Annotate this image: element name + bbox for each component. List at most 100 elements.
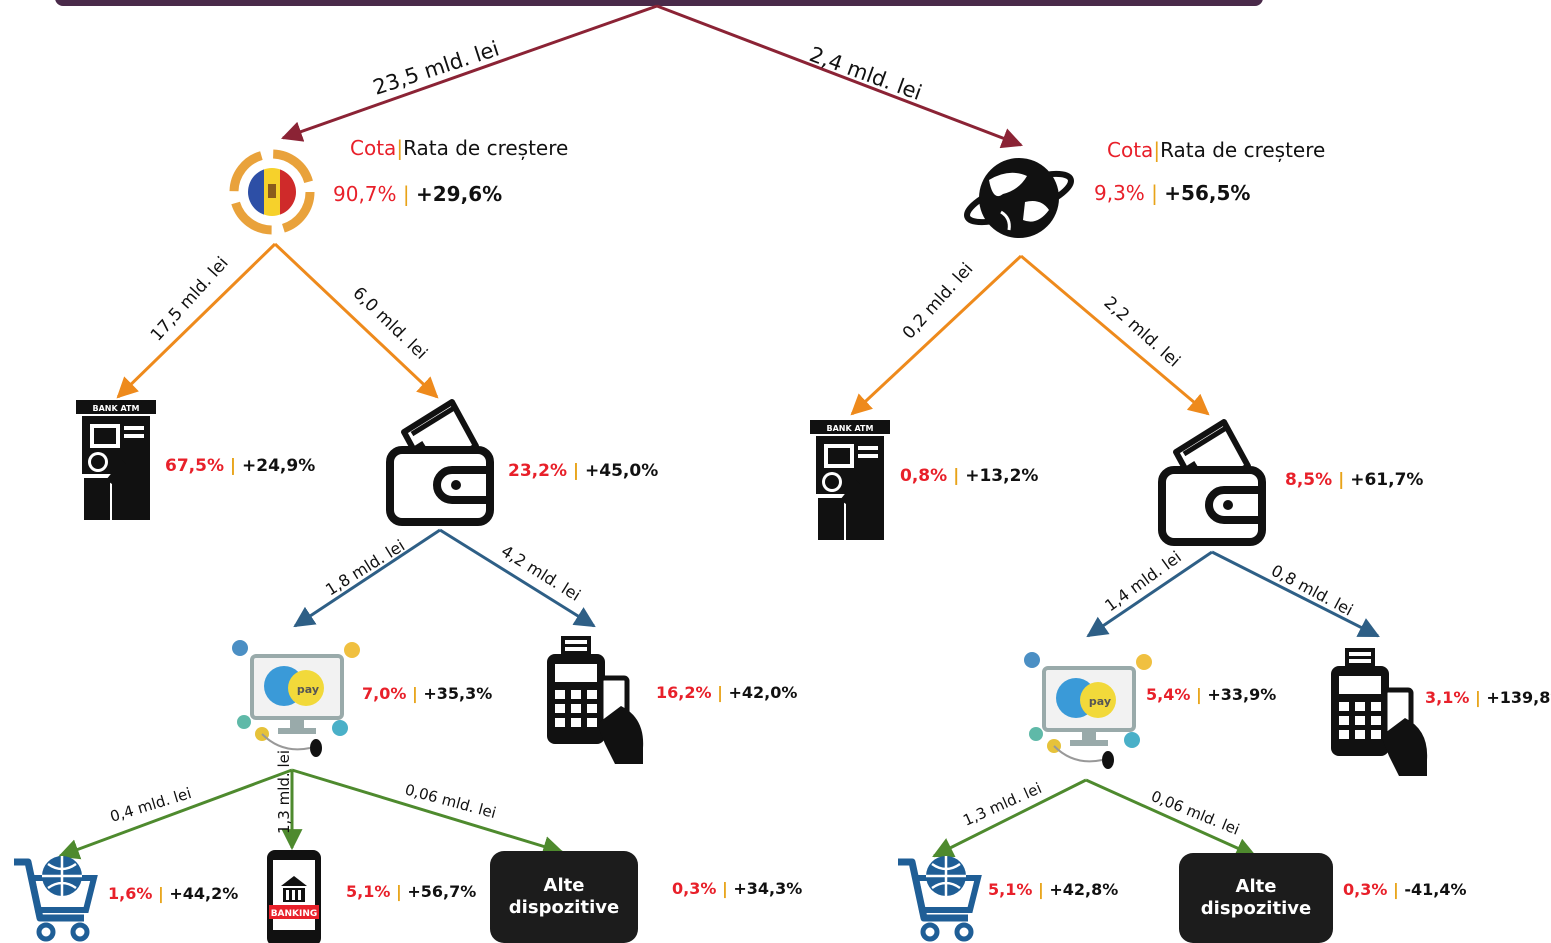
atm-icon-foreign: BANK ATM (810, 420, 890, 540)
arrow-for-card (1020, 254, 1210, 416)
wallet-card-icon-domestic (390, 402, 490, 522)
wallet-card-icon-foreign (1162, 422, 1262, 542)
value-dom-atm: 67,5% | +24,9% (165, 456, 315, 476)
arrow-for-atm (850, 254, 1023, 416)
for-card-share: 8,5% (1285, 470, 1332, 490)
mobile-banking-icon: BANKING (267, 850, 321, 943)
pos-terminal-icon-domestic (547, 636, 643, 764)
dom-atm-growth: +24,9% (242, 456, 315, 476)
for-ecom-growth: +42,8% (1049, 880, 1118, 899)
legend-separator-right: | (1153, 138, 1160, 162)
for-pos-share: 3,1% (1425, 688, 1469, 707)
value-for-other: 0,3% | -41,4% (1343, 880, 1467, 900)
other-devices-line2-domestic: dispozitive (508, 897, 620, 918)
dom-pos-share: 16,2% (656, 683, 712, 702)
dom-ecom-growth: +44,2% (169, 884, 238, 903)
value-for-ecom: 5,1% | +42,8% (988, 880, 1118, 900)
other-devices-line2-foreign: dispozitive (1200, 898, 1312, 919)
legend-left: Cota|Rata de creștere (350, 136, 568, 160)
arrow-dom-card (273, 242, 439, 399)
for-other-share: 0,3% (1343, 880, 1387, 899)
legend-growth-label: Rata de creștere (403, 136, 568, 160)
for-ecom-share: 5,1% (988, 880, 1032, 899)
dom-banking-growth: +56,7% (407, 882, 476, 901)
edge-label-dom-banking: 1,3 mld. lei (275, 750, 293, 834)
for-internet-growth: +33,9% (1207, 685, 1276, 704)
banking-label: BANKING (271, 909, 318, 919)
value-dom-other: 0,3% | +34,3% (672, 879, 802, 899)
for-other-growth: -41,4% (1404, 880, 1466, 899)
foreign-share: 9,3% (1094, 181, 1145, 205)
value-dom-internet: 7,0% | +35,3% (362, 684, 492, 704)
value-for-atm: 0,8% | +13,2% (900, 466, 1038, 486)
for-pos-growth: +139,8% (1486, 688, 1551, 707)
value-dom-banking: 5,1% | +56,7% (346, 882, 476, 902)
dom-internet-growth: +35,3% (423, 684, 492, 703)
domestic-share: 90,7% (333, 182, 397, 206)
domestic-growth: +29,6% (416, 182, 502, 206)
dom-card-growth: +45,0% (585, 461, 658, 481)
value-dom-card: 23,2% | +45,0% (508, 461, 658, 481)
legend-share-label: Cota (350, 136, 396, 160)
value-for-internet: 5,4% | +33,9% (1146, 685, 1276, 705)
dom-other-growth: +34,3% (733, 879, 802, 898)
arrow-dom-atm (116, 242, 277, 399)
dom-ecom-share: 1,6% (108, 884, 152, 903)
arrow-for-ecom (932, 778, 1087, 858)
legend-right: Cota|Rata de creștere (1107, 138, 1325, 162)
arrow-for-internet (1086, 550, 1213, 638)
internet-payment-icon-foreign: pay (1022, 650, 1154, 771)
other-devices-line1-foreign: Alte (1235, 876, 1277, 897)
value-dom-ecom: 1,6% | +44,2% (108, 884, 238, 904)
legend-share-label-right: Cota (1107, 138, 1153, 162)
for-card-growth: +61,7% (1350, 470, 1423, 490)
arrow-dom-ecom (58, 768, 293, 860)
value-dom-pos: 16,2% | +42,0% (656, 683, 797, 703)
arrow-dom-internet (293, 528, 441, 628)
dom-internet-share: 7,0% (362, 684, 406, 703)
arrow-domestic (281, 4, 658, 142)
dom-atm-share: 67,5% (165, 456, 224, 476)
foreign-growth: +56,5% (1164, 181, 1250, 205)
pay-label-domestic: pay (297, 683, 319, 696)
edge-label-dom-ecom: 0,4 mld. lei (108, 784, 194, 826)
dom-banking-share: 5,1% (346, 882, 390, 901)
other-devices-box-domestic: Alte dispozitive (490, 851, 638, 943)
edge-label-dom-other: 0,06 mld. lei (403, 780, 498, 822)
edge-label-for-internet: 1,4 mld. lei (1101, 547, 1185, 615)
for-internet-share: 5,4% (1146, 685, 1190, 704)
pay-label-foreign: pay (1089, 695, 1111, 708)
dom-other-share: 0,3% (672, 879, 716, 898)
arrow-foreign (656, 4, 1023, 149)
internet-payment-icon-domestic: pay (230, 638, 362, 759)
pos-terminal-icon-foreign (1331, 648, 1427, 776)
other-devices-line1-domestic: Alte (543, 875, 585, 896)
moldova-flag-icon (229, 149, 315, 235)
value-foreign: 9,3% | +56,5% (1094, 181, 1250, 205)
value-domestic: 90,7% | +29,6% (333, 182, 502, 206)
legend-growth-label-right: Rata de creștere (1160, 138, 1325, 162)
globe-icon (964, 158, 1074, 238)
arrow-for-pos (1211, 550, 1380, 638)
edge-label-for-atm: 0,2 mld. lei (899, 259, 978, 343)
shopping-cart-icon-domestic (14, 856, 94, 939)
for-atm-growth: +13,2% (965, 466, 1038, 486)
arrow-dom-pos (439, 528, 596, 628)
dom-card-share: 23,2% (508, 461, 567, 481)
arrow-for-other (1085, 778, 1257, 858)
legend-separator: | (396, 136, 403, 160)
arrow-dom-other (291, 768, 565, 857)
dom-pos-growth: +42,0% (729, 683, 798, 702)
shopping-cart-icon-foreign (898, 856, 978, 939)
header-bar (55, 0, 1263, 6)
edge-label-foreign: 2,4 mld. lei (806, 42, 925, 105)
edge-label-for-pos: 0,8 mld. lei (1268, 561, 1356, 620)
atm-label-foreign: BANK ATM (827, 424, 874, 433)
edge-label-dom-internet: 1,8 mld. lei (322, 536, 408, 600)
value-for-card: 8,5% | +61,7% (1285, 470, 1423, 490)
other-devices-box-foreign: Alte dispozitive (1179, 853, 1333, 943)
atm-label-domestic: BANK ATM (93, 404, 140, 413)
value-for-pos: 3,1% | +139,8% (1425, 688, 1551, 708)
atm-icon-domestic: BANK ATM (76, 400, 156, 520)
